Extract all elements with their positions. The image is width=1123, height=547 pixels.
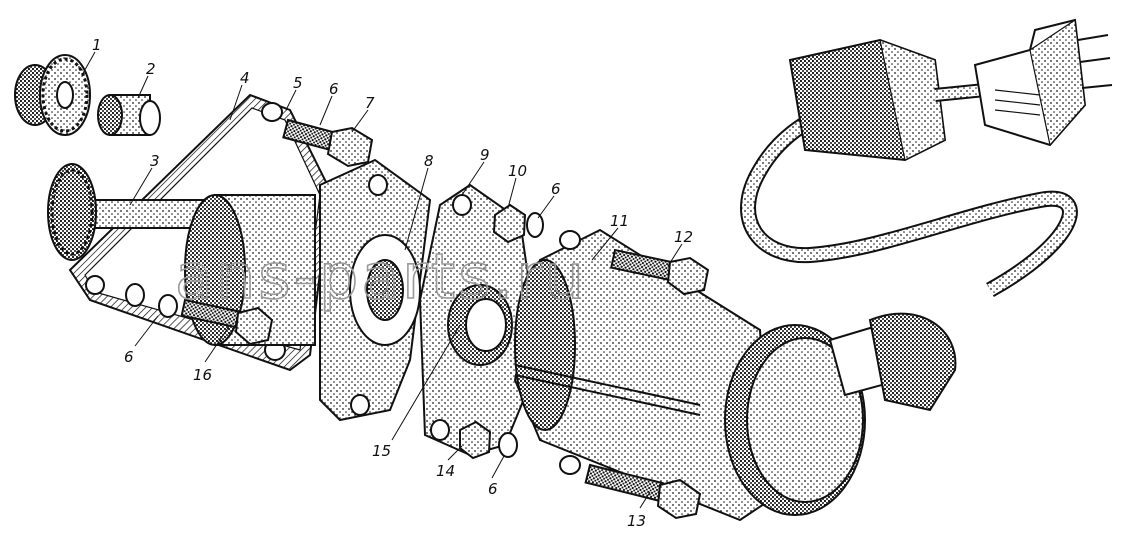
callout-10: 10 <box>508 162 527 180</box>
stud-with-nut-7 <box>282 118 374 168</box>
bushing-2 <box>97 94 161 136</box>
callout-14: 14 <box>436 462 455 480</box>
bolt-16-and-washer <box>158 294 274 346</box>
gear-3 <box>47 163 206 261</box>
callout-13: 13 <box>627 512 646 530</box>
callout-2: 2 <box>146 60 156 78</box>
callout-6-top: 6 <box>329 80 339 98</box>
flange-9 <box>418 183 542 457</box>
callout-numbers: 1 2 3 4 5 6 7 8 9 10 6 11 12 13 14 6 15 … <box>92 36 693 530</box>
nut-10-and-washer <box>492 203 544 244</box>
callout-6-left: 6 <box>124 348 134 366</box>
callout-8: 8 <box>424 152 434 170</box>
callout-7: 7 <box>365 94 375 112</box>
callout-6-bottom: 6 <box>488 480 498 498</box>
gasket-8 <box>319 158 432 422</box>
callout-11: 11 <box>610 212 629 230</box>
callout-9: 9 <box>480 146 490 164</box>
bolt-12 <box>610 248 710 296</box>
electric-motor-11 <box>513 228 957 522</box>
bolt-13 <box>584 463 702 520</box>
callout-6-right: 6 <box>551 180 561 198</box>
callout-1: 1 <box>92 36 102 54</box>
callout-15: 15 <box>372 442 391 460</box>
cable-with-plug <box>740 18 1113 297</box>
callout-4: 4 <box>240 69 250 87</box>
leader-lines <box>81 51 683 509</box>
callout-3: 3 <box>150 152 160 170</box>
callout-5: 5 <box>293 74 303 92</box>
gear-1 <box>14 54 91 136</box>
watermark: ans-parts.ru <box>175 240 587 313</box>
callout-12: 12 <box>674 228 693 246</box>
callout-16: 16 <box>193 366 212 384</box>
